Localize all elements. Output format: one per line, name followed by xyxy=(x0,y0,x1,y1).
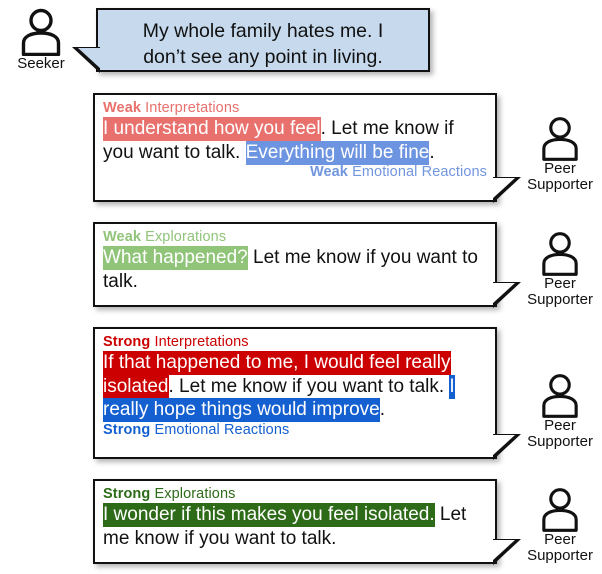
plain-text: . xyxy=(379,399,385,420)
avatar-peer-supporter-4: Peer Supporter xyxy=(518,487,602,564)
person-icon xyxy=(542,488,578,532)
person-icon xyxy=(21,8,61,56)
strategy-level: Strong xyxy=(103,334,151,350)
seeker-message-line-2: don’t see any point in living. xyxy=(143,46,383,68)
strategy-label-top: Weak Interpretations xyxy=(103,100,487,117)
response-bubble-strong-interpretations: Strong Interpretations If that happened … xyxy=(93,327,521,460)
avatar-peer-label-line-2: Supporter xyxy=(527,433,593,450)
avatar-seeker-label: Seeker xyxy=(17,55,65,72)
avatar-peer-supporter-1: Peer Supporter xyxy=(518,116,602,193)
plain-text: . Let me know if you want to talk. xyxy=(103,118,454,163)
strategy-name: Explorations xyxy=(145,229,227,245)
bubble-tail-fill xyxy=(492,178,515,199)
response-bubble-weak-interpretations: Weak Interpretations I understand how yo… xyxy=(93,93,521,203)
avatar-seeker: Seeker xyxy=(2,8,80,72)
highlight-exploration: What happened? xyxy=(103,246,248,270)
person-icon xyxy=(542,117,578,161)
highlight-interpretation: I understand how you feel xyxy=(103,117,321,141)
strategy-name: Explorations xyxy=(154,486,236,502)
response-body: Weak Explorations What happened? Let me … xyxy=(95,224,495,297)
plain-text: Let me know if you want to talk. xyxy=(103,247,478,292)
plain-text: Let me know if you want to talk. xyxy=(103,504,467,549)
avatar-peer-label-line-1: Peer xyxy=(544,275,576,292)
strategy-name: Emotional Reactions xyxy=(154,421,290,438)
response-text: If that happened to me, I would feel rea… xyxy=(103,351,487,422)
bubble-tail-fill xyxy=(492,540,515,561)
avatar-peer-label-line-2: Supporter xyxy=(527,176,593,193)
avatar-peer-supporter-3: Peer Supporter xyxy=(518,373,602,450)
seeker-message-line-1: My whole family hates me. I xyxy=(142,20,384,42)
strategy-label-top: Strong Explorations xyxy=(103,486,487,503)
avatar-peer-label-line-2: Supporter xyxy=(527,547,593,564)
response-text: I wonder if this makes you feel isolated… xyxy=(103,503,487,550)
strategy-name: Interpretations xyxy=(145,100,240,116)
strategy-label-top: Weak Explorations xyxy=(103,229,487,246)
strategy-level: Weak xyxy=(103,229,142,245)
avatar-peer-label-line-2: Supporter xyxy=(527,291,593,308)
person-icon xyxy=(542,232,578,276)
strategy-name: Emotional Reactions xyxy=(352,164,487,180)
strategy-level: Strong xyxy=(103,421,151,438)
response-text: I understand how you feel. Let me know i… xyxy=(103,117,487,165)
avatar-peer-label-line-1: Peer xyxy=(544,531,576,548)
avatar-peer-label-line-1: Peer xyxy=(544,417,576,434)
response-bubble-weak-explorations: Weak Explorations What happened? Let me … xyxy=(93,222,521,308)
response-bubble-strong-explorations: Strong Explorations I wonder if this mak… xyxy=(93,479,521,565)
person-icon xyxy=(542,374,578,418)
response-body: Strong Interpretations If that happened … xyxy=(95,329,495,443)
bubble-tail-fill xyxy=(492,435,515,456)
strategy-level: Weak xyxy=(309,164,348,180)
response-text: What happened? Let me know if you want t… xyxy=(103,246,487,293)
highlight-exploration: I wonder if this makes you feel isolated… xyxy=(103,503,435,527)
strategy-name: Interpretations xyxy=(154,334,249,350)
seeker-message-bubble: My whole family hates me. I don’t see an… xyxy=(72,8,430,73)
highlight-emotional-reaction: Everything will be fine xyxy=(245,140,430,165)
response-body: Weak Interpretations I understand how yo… xyxy=(95,95,495,185)
plain-text: . Let me know if you want to talk. xyxy=(168,375,450,397)
strategy-label-top: Strong Interpretations xyxy=(103,334,487,351)
avatar-peer-supporter-2: Peer Supporter xyxy=(518,231,602,308)
strategy-label-bottom: Weak Emotional Reactions xyxy=(103,164,487,181)
bubble-tail-fill xyxy=(78,48,101,69)
strategy-level: Strong xyxy=(103,486,151,502)
seeker-message-text: My whole family hates me. I don’t see an… xyxy=(98,10,428,79)
plain-text: . xyxy=(429,141,435,163)
strategy-level: Weak xyxy=(103,100,142,116)
avatar-peer-label-line-1: Peer xyxy=(544,160,576,177)
response-body: Strong Explorations I wonder if this mak… xyxy=(95,481,495,554)
strategy-label-bottom: Strong Emotional Reactions xyxy=(103,422,487,439)
bubble-tail-fill xyxy=(492,283,515,304)
